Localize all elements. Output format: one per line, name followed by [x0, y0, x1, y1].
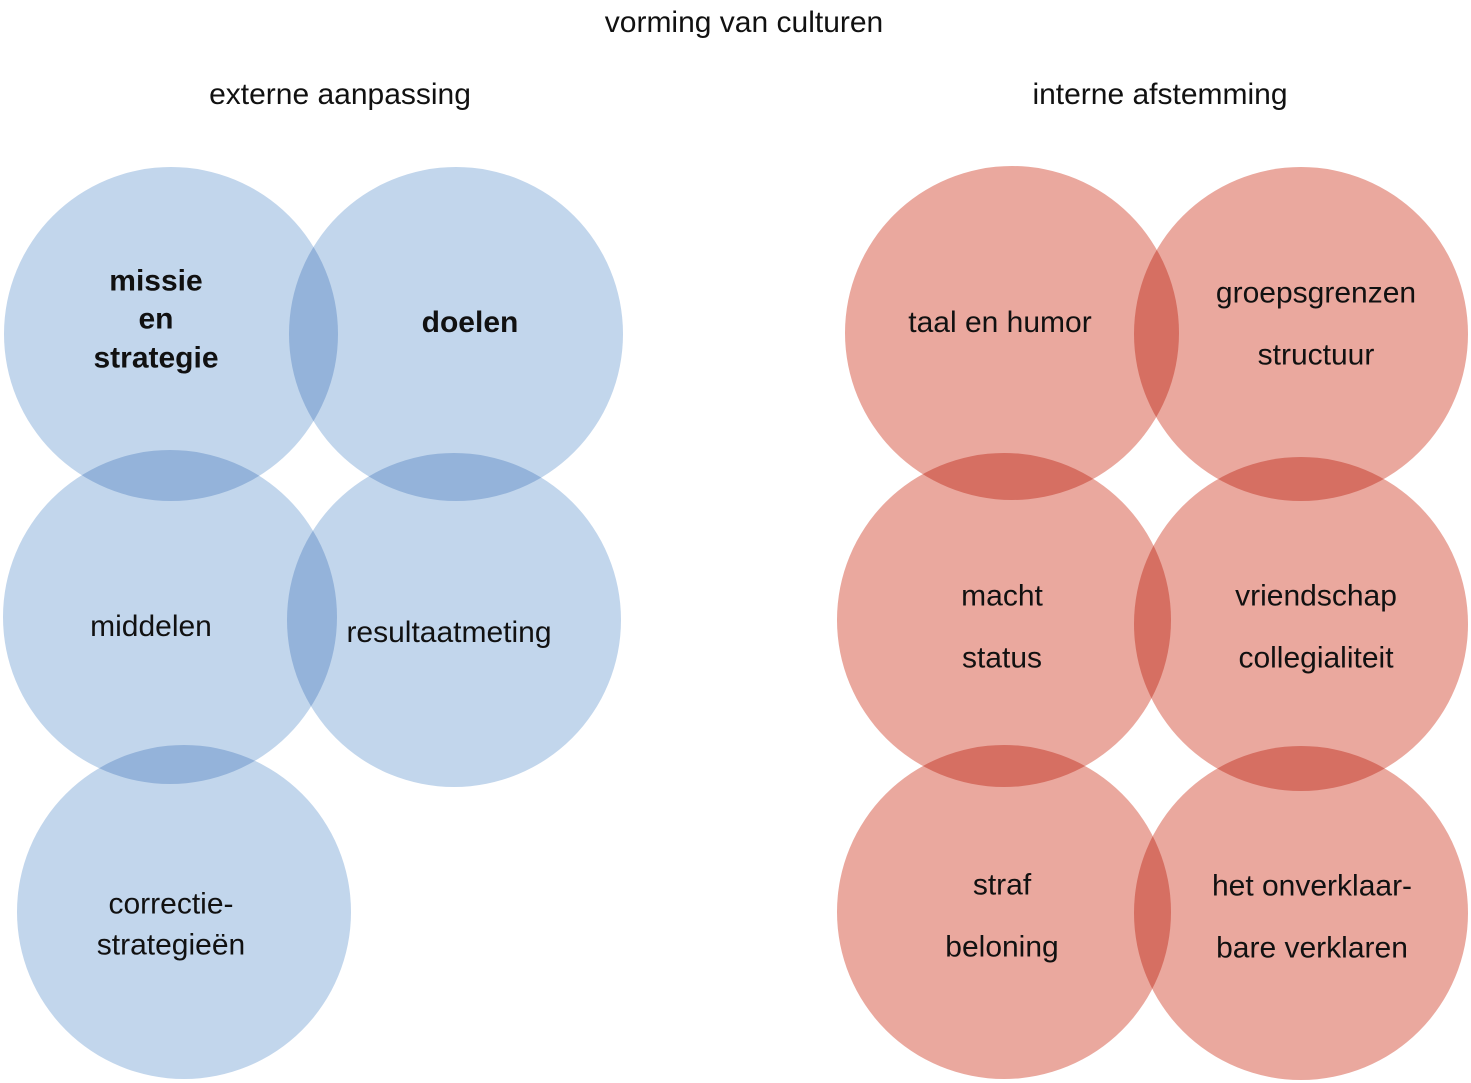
label-groepsgrenzen-structuur: groepsgrenzen structuur	[1215, 276, 1417, 372]
circle-groepsgrenzen-structuur	[1134, 167, 1468, 501]
circle-middelen	[3, 450, 337, 784]
label-correctie-strategieen: correctie- strategieën	[96, 887, 246, 962]
label-taal-en-humor: taal en humor	[908, 306, 1092, 339]
label-middelen: middelen	[90, 610, 212, 643]
circle-macht-status	[837, 453, 1171, 787]
group-header-internal: interne afstemming	[1032, 78, 1288, 111]
circle-taal-en-humor	[845, 166, 1179, 500]
label-macht-status: macht status	[961, 579, 1043, 675]
label-straf-beloning: straf beloning	[945, 868, 1059, 964]
label-missie-en-strategie: missie en strategie	[93, 264, 219, 375]
circle-correctie-strategieen	[17, 745, 351, 1079]
label-vriendschap-collegialiteit: vriendschap collegialiteit	[1235, 579, 1397, 675]
circle-het-onverklaarbare-verklaren	[1134, 746, 1468, 1080]
circle-straf-beloning	[837, 745, 1171, 1079]
group-header-external: externe aanpassing	[209, 78, 471, 111]
circle-vriendschap-collegialiteit	[1134, 457, 1468, 791]
circle-doelen	[289, 167, 623, 501]
label-het-onverklaarbare-verklaren: het onverklaar- bare verklaren	[1211, 869, 1413, 965]
label-resultaatmeting: resultaatmeting	[346, 616, 552, 649]
label-doelen: doelen	[421, 306, 519, 339]
diagram-title: vorming van culturen	[604, 6, 884, 39]
circle-missie-en-strategie	[4, 167, 338, 501]
circle-resultaatmeting	[287, 453, 621, 787]
